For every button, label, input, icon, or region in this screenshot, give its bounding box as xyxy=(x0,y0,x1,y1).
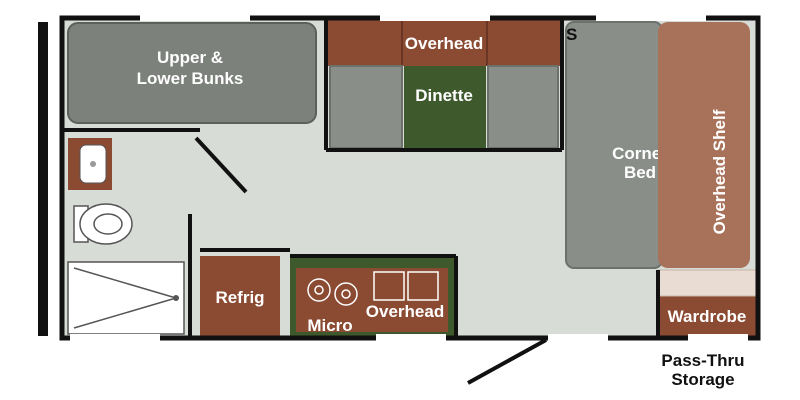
shower xyxy=(67,261,185,335)
toilet-bowl-icon xyxy=(79,203,133,245)
dinette-table xyxy=(404,66,486,148)
overhead-shelf-label: Overhead Shelf xyxy=(710,109,729,234)
bunks-label-line2: Lower Bunks xyxy=(137,69,244,88)
dinette-label: Dinette xyxy=(415,86,473,105)
wardrobe-label: Wardrobe xyxy=(668,307,747,326)
overhead-kitchen-label: Overhead xyxy=(366,302,444,321)
bathroom-door xyxy=(194,136,248,194)
pass-thru-label-line2: Storage xyxy=(671,370,734,389)
bunks-label-line1: Upper & xyxy=(157,48,223,67)
step-mark-icon: S xyxy=(566,25,577,44)
dinette-seat-right xyxy=(487,65,559,149)
overhead-shelf xyxy=(658,22,750,268)
interior-walls xyxy=(62,20,660,336)
pass-thru-storage-area xyxy=(657,269,757,297)
corner-bed-label-line1: Corner xyxy=(612,144,668,163)
stove-burners-icon xyxy=(307,278,358,306)
sink-drain-icon xyxy=(90,161,96,167)
overhead-top-label: Overhead xyxy=(405,34,483,53)
corner-bed-label-line2: Bed xyxy=(624,163,656,182)
toilet-seat-icon xyxy=(93,213,123,235)
entry-door xyxy=(467,338,547,385)
shower-drain-icon xyxy=(173,295,179,301)
refrigerator xyxy=(200,256,280,336)
wardrobe xyxy=(658,296,756,336)
micro-label: Micro xyxy=(307,316,352,335)
dinette-overhead xyxy=(326,20,560,66)
refrig-label: Refrig xyxy=(215,288,264,307)
dinette-seat-left xyxy=(329,65,403,149)
door-gap xyxy=(548,334,608,342)
sink-icon xyxy=(373,271,439,301)
windows xyxy=(70,14,748,341)
pass-thru-label-line1: Pass-Thru xyxy=(661,351,744,370)
bunks xyxy=(67,22,317,124)
tongue-bar xyxy=(38,22,48,336)
